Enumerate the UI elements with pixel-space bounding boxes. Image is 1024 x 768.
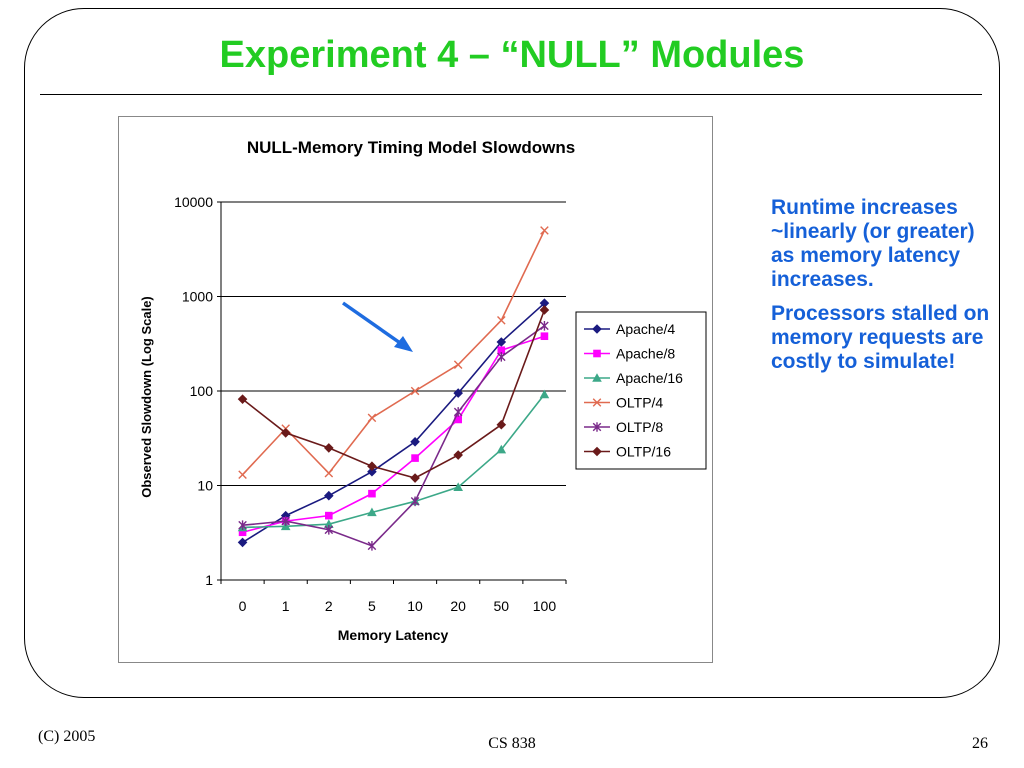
footer-course: CS 838: [488, 735, 536, 752]
data-point: [281, 516, 290, 526]
series-line: [242, 309, 546, 479]
data-point: [367, 541, 377, 551]
data-point: [324, 468, 334, 478]
x-tick-label: 50: [494, 598, 510, 614]
data-point: [325, 511, 333, 520]
data-point: [497, 352, 506, 362]
x-tick-label: 100: [533, 598, 557, 614]
data-point: [453, 388, 463, 398]
data-point: [540, 320, 549, 331]
data-point: [237, 537, 248, 548]
slide-title: Experiment 4 – “NULL” Modules: [219, 34, 805, 76]
data-point: [453, 407, 463, 417]
series-line: [242, 393, 546, 529]
data-point: [592, 422, 602, 432]
data-point: [593, 349, 601, 358]
data-point: [411, 454, 419, 462]
data-point: [453, 482, 463, 491]
note-runtime: Runtime increases ~linearly (or greater)…: [771, 196, 975, 291]
data-point: [592, 373, 602, 382]
data-point: [280, 428, 291, 438]
data-point: [540, 332, 549, 341]
data-point: [238, 520, 247, 531]
series-line: [242, 325, 545, 547]
series-line: [242, 302, 545, 544]
data-point: [410, 437, 420, 447]
data-point: [410, 386, 420, 396]
data-point: [496, 444, 507, 454]
y-tick-label: 1000: [182, 289, 213, 305]
data-point: [453, 450, 463, 460]
data-point: [324, 490, 334, 501]
legend-label: Apache/4: [616, 321, 675, 337]
data-point: [540, 226, 549, 235]
data-point: [324, 443, 334, 453]
footer-copyright: (C) 2005: [38, 728, 96, 745]
y-tick-label: 1: [205, 572, 213, 588]
y-tick-label: 100: [190, 383, 214, 399]
x-tick-label: 20: [450, 598, 466, 614]
y-tick-label: 10: [197, 478, 213, 494]
data-point: [497, 346, 506, 355]
data-point: [496, 419, 507, 430]
data-point: [367, 413, 377, 423]
x-tick-label: 5: [368, 598, 376, 614]
data-point: [454, 415, 462, 424]
data-point: [453, 360, 463, 369]
data-point: [324, 524, 334, 535]
x-tick-label: 2: [325, 598, 333, 614]
annotation-arrow: [341, 301, 413, 352]
data-point: [497, 316, 506, 325]
footer-page-number: 26: [972, 735, 988, 752]
legend-label: Apache/16: [616, 370, 683, 386]
x-tick-label: 1: [282, 598, 290, 614]
x-tick-label: 10: [407, 598, 423, 614]
data-point: [368, 489, 376, 498]
data-point: [324, 519, 334, 528]
legend-label: OLTP/4: [616, 395, 663, 411]
data-point: [367, 461, 377, 472]
title-rule: [40, 94, 982, 95]
y-axis-label: Observed Slowdown (Log Scale): [139, 296, 154, 498]
note-processors: Processors stalled on memory requests ar…: [771, 302, 990, 373]
data-point: [367, 507, 377, 517]
data-point: [410, 496, 420, 507]
chart-title: NULL-Memory Timing Model Slowdowns: [247, 138, 575, 157]
x-tick-label: 0: [239, 598, 247, 614]
data-point: [539, 389, 550, 399]
notes-panel: Runtime increases ~linearly (or greater)…: [771, 196, 996, 384]
data-point: [496, 337, 507, 347]
series-line: [242, 335, 545, 534]
data-point: [238, 470, 247, 480]
slide-frame: [24, 8, 1000, 698]
data-point: [238, 528, 247, 537]
data-point: [237, 394, 248, 404]
data-point: [410, 473, 420, 483]
data-point: [367, 466, 377, 477]
legend-label: OLTP/8: [616, 419, 663, 435]
chart-container: NULL-Memory Timing Model Slowdowns Memor…: [118, 116, 713, 663]
data-point: [592, 398, 602, 407]
y-tick-label: 10000: [174, 194, 213, 210]
x-axis-label: Memory Latency: [338, 627, 449, 643]
line-chart: NULL-Memory Timing Model Slowdowns Memor…: [139, 138, 707, 643]
legend-box: [575, 311, 707, 470]
legend-label: Apache/8: [616, 346, 675, 362]
legend-label: OLTP/16: [616, 444, 671, 460]
